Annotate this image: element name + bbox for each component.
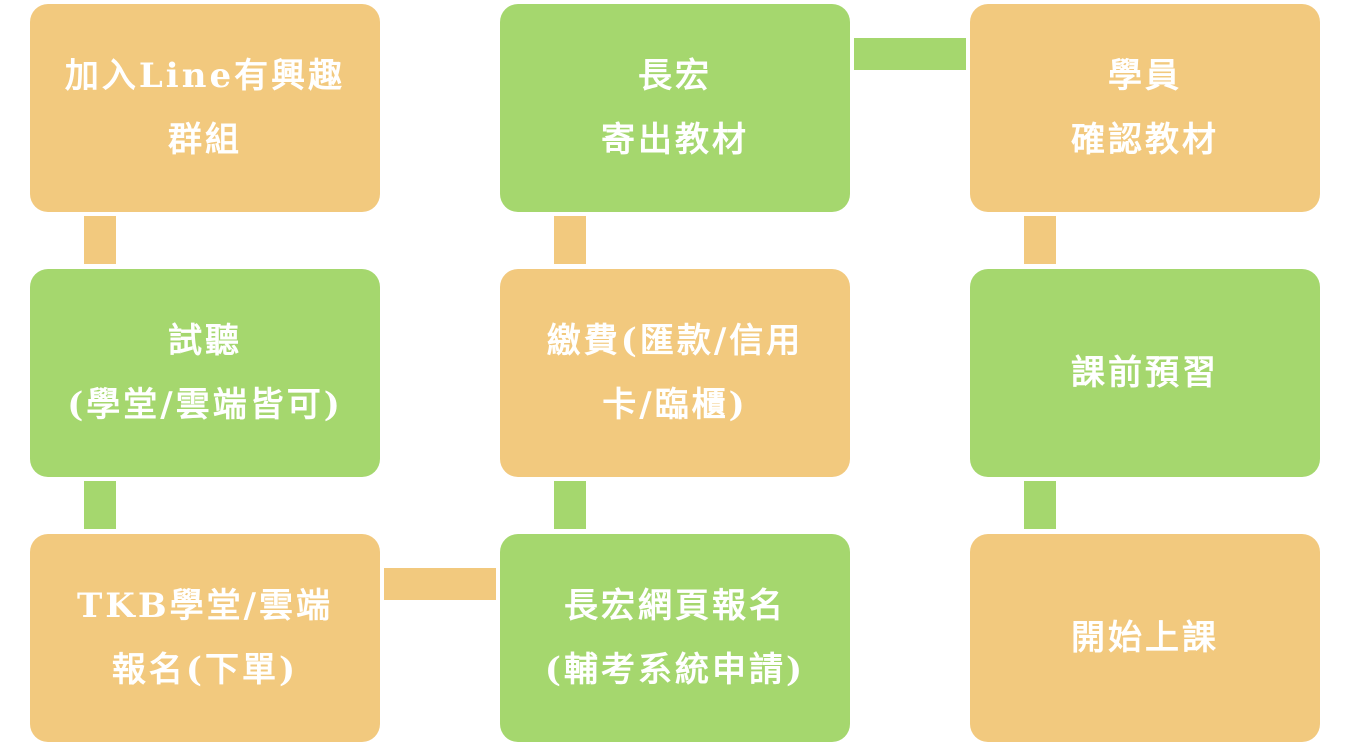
step-text-line: 試聽: [168, 321, 242, 361]
connector-trial-to-tkb: [84, 481, 116, 529]
step-start-class: 開始上課: [970, 534, 1320, 742]
step-text-line: 開始上課: [1071, 618, 1219, 658]
step-trial-class: 試聽 (學堂/雲端皆可): [30, 269, 380, 477]
connector-tkb-to-web: [384, 568, 496, 600]
connector-payment-to-ship: [554, 216, 586, 264]
step-ship-materials: 長宏 寄出教材: [500, 4, 850, 212]
connector-web-to-payment: [554, 481, 586, 529]
step-text-line: (輔考系統申請): [544, 650, 806, 690]
step-tkb-signup: TKB學堂/雲端 報名(下單): [30, 534, 380, 742]
step-confirm-materials: 學員 確認教材: [970, 4, 1320, 212]
step-web-signup: 長宏網頁報名 (輔考系統申請): [500, 534, 850, 742]
step-text-line: 確認教材: [1071, 120, 1219, 160]
step-text-line: 加入Line有興趣: [64, 56, 346, 96]
step-preview: 課前預習: [970, 269, 1320, 477]
step-text-line: 報名(下單): [111, 650, 299, 690]
step-text-line: TKB學堂/雲端: [76, 586, 333, 626]
step-payment: 繳費(匯款/信用 卡/臨櫃): [500, 269, 850, 477]
step-text-line: 群組: [168, 120, 242, 160]
step-text-line: 學員: [1108, 56, 1182, 96]
step-text-line: 繳費(匯款/信用: [546, 321, 804, 361]
step-text-line: (學堂/雲端皆可): [67, 385, 343, 425]
step-text-line: 卡/臨櫃): [602, 385, 748, 425]
connector-ship-to-confirm: [854, 38, 966, 70]
connector-confirm-to-preview: [1024, 216, 1056, 264]
step-text-line: 課前預習: [1071, 353, 1219, 393]
step-text-line: 寄出教材: [601, 120, 749, 160]
connector-join-to-trial: [84, 216, 116, 264]
step-text-line: 長宏網頁報名: [564, 586, 786, 626]
step-join-line-group: 加入Line有興趣 群組: [30, 4, 380, 212]
connector-preview-to-start: [1024, 481, 1056, 529]
step-text-line: 長宏: [638, 56, 712, 96]
